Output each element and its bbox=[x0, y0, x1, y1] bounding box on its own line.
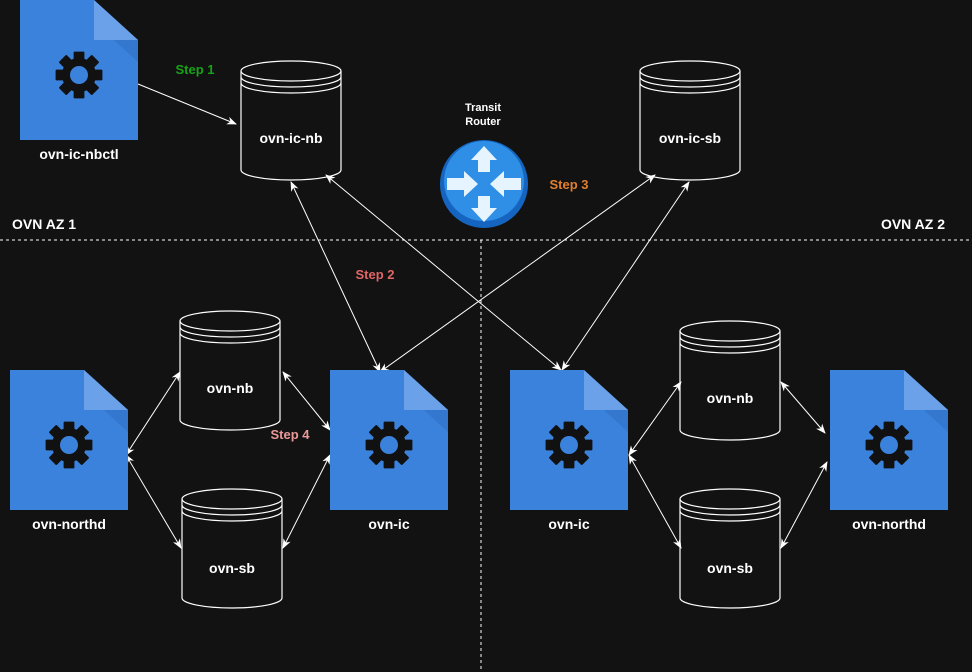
edge-az1-northd-nb bbox=[125, 371, 181, 456]
process-file-icon bbox=[20, 0, 138, 140]
database-icon bbox=[240, 60, 342, 181]
zone-dividers bbox=[0, 239, 972, 672]
database-icon bbox=[639, 60, 741, 181]
node-ovn-ic-nb: ovn-ic-nb bbox=[240, 60, 342, 181]
node-label: ovn-ic-nbctl bbox=[39, 146, 118, 162]
edge-az1-sb-ic bbox=[282, 454, 331, 549]
node-label: ovn-nb bbox=[207, 380, 254, 396]
node-ovn-ic-sb: ovn-ic-sb bbox=[639, 60, 741, 181]
transit-router: Transit Router bbox=[440, 102, 528, 228]
zone-label-az2: OVN AZ 2 bbox=[881, 216, 945, 232]
database-icon bbox=[181, 488, 283, 609]
step-1-label: Step 1 bbox=[175, 62, 214, 77]
edge-az2-ic-sb bbox=[628, 454, 682, 549]
node-label: ovn-northd bbox=[32, 516, 106, 532]
edge-nbctl-to-ic-nb bbox=[137, 83, 237, 125]
node-az2-ovn-ic: ovn-ic bbox=[510, 370, 628, 532]
process-file-icon bbox=[330, 370, 448, 510]
node-ovn-ic-nbctl: ovn-ic-nbctl bbox=[20, 0, 138, 162]
step-4-label: Step 4 bbox=[270, 427, 310, 442]
node-label: ovn-ic bbox=[548, 516, 589, 532]
database-icon bbox=[679, 488, 781, 609]
edge-az2-ic-nb bbox=[628, 381, 682, 456]
node-label: ovn-ic-sb bbox=[659, 130, 721, 146]
router-label-line2: Router bbox=[465, 116, 501, 128]
router-icon bbox=[440, 140, 528, 228]
edge-ic-sb-az2-ic bbox=[561, 181, 690, 371]
node-az1-ovn-sb: ovn-sb bbox=[181, 488, 283, 609]
step-2-label: Step 2 bbox=[355, 267, 394, 282]
process-file-icon bbox=[510, 370, 628, 510]
node-az2-ovn-nb: ovn-nb bbox=[679, 320, 781, 441]
edge-az2-sb-northd bbox=[780, 461, 828, 549]
node-label: ovn-ic bbox=[368, 516, 409, 532]
node-az2-ovn-sb: ovn-sb bbox=[679, 488, 781, 609]
node-az1-ovn-ic: ovn-ic bbox=[330, 370, 448, 532]
connections bbox=[125, 83, 828, 549]
edge-az1-nb-ic bbox=[282, 371, 331, 431]
node-label: ovn-sb bbox=[707, 560, 753, 576]
step-3-label: Step 3 bbox=[549, 177, 588, 192]
node-az2-ovn-northd: ovn-northd bbox=[830, 370, 948, 532]
node-label: ovn-ic-nb bbox=[260, 130, 323, 146]
database-icon bbox=[679, 320, 781, 441]
node-label: ovn-sb bbox=[209, 560, 255, 576]
node-label: ovn-nb bbox=[707, 390, 754, 406]
edge-az1-northd-sb bbox=[125, 454, 182, 549]
node-az1-ovn-northd: ovn-northd bbox=[10, 370, 128, 532]
process-file-icon bbox=[10, 370, 128, 510]
database-icon bbox=[179, 310, 281, 431]
router-label-line1: Transit bbox=[465, 102, 501, 114]
edge-az2-nb-northd bbox=[780, 381, 826, 434]
process-file-icon bbox=[830, 370, 948, 510]
zone-label-az1: OVN AZ 1 bbox=[12, 216, 76, 232]
node-az1-ovn-nb: ovn-nb bbox=[179, 310, 281, 431]
node-label: ovn-northd bbox=[852, 516, 926, 532]
